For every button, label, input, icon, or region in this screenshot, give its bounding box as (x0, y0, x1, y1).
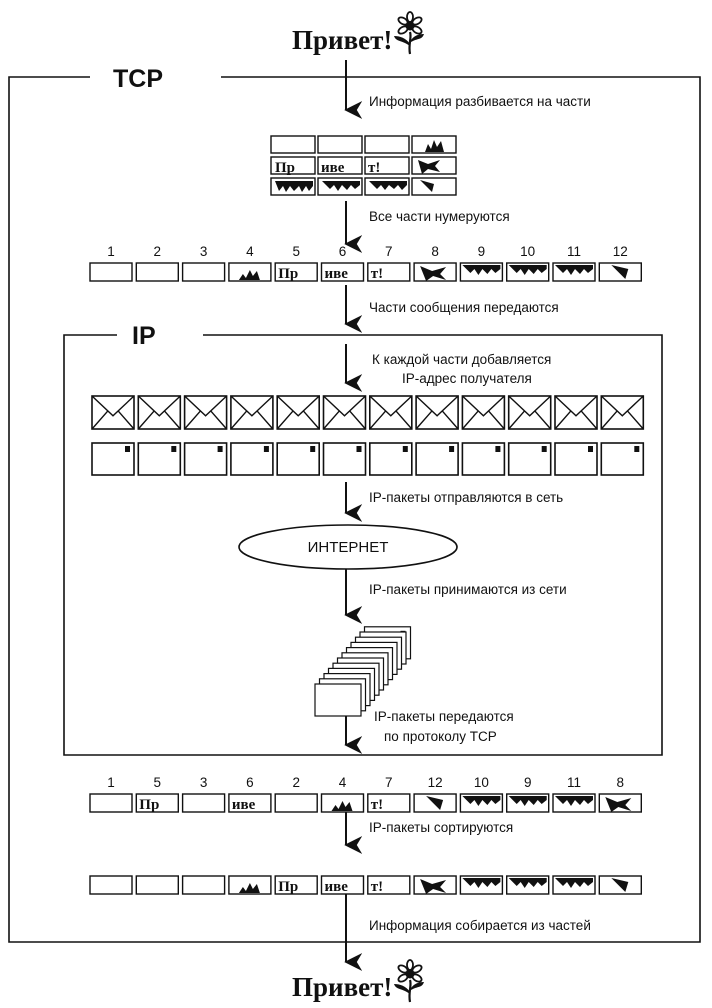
ip-title: IP (132, 322, 156, 350)
split-grid: Пр иве т! (271, 136, 456, 195)
piece-text: т! (368, 160, 380, 176)
envelope-icon (555, 396, 597, 429)
piece-number: 7 (385, 244, 393, 259)
piece-number: 1 (107, 775, 115, 790)
step-pass-label-2: по протоколу TCP (384, 729, 497, 744)
piece-number: 4 (246, 244, 254, 259)
piece-number: 10 (520, 244, 535, 259)
internet-label: ИНТЕРНЕТ (308, 539, 389, 556)
piece-number: 9 (478, 244, 486, 259)
piece-number: 12 (428, 775, 443, 790)
step-pass-label-1: IP-пакеты передаются (374, 709, 514, 724)
envelope-icon (601, 396, 643, 429)
envelope-icon (509, 396, 551, 429)
step-address-label-2: IP-адрес получателя (402, 371, 532, 386)
greeting-text: Привет! (292, 972, 392, 1002)
message-piece (90, 794, 132, 812)
message-piece (183, 876, 225, 894)
piece-number: 5 (154, 775, 162, 790)
envelope-icon (324, 396, 366, 429)
piece-number: 4 (339, 775, 347, 790)
piece-number: 8 (431, 244, 439, 259)
piece-number: 12 (613, 244, 628, 259)
piece-text: иве (321, 160, 345, 176)
envelope-icon (277, 396, 319, 429)
greeting-top: Привет! (292, 12, 424, 55)
envelope-row (92, 396, 643, 429)
piece-number: 6 (246, 775, 254, 790)
piece-number: 9 (524, 775, 532, 790)
packet-icon (138, 443, 180, 475)
piece-number: 11 (567, 775, 581, 790)
piece-text: иве (325, 879, 349, 895)
piece-text: т! (371, 879, 383, 895)
piece-text: т! (371, 797, 383, 813)
piece-number: 10 (474, 775, 489, 790)
packet-icon (324, 443, 366, 475)
packet-stack-icon (315, 627, 411, 716)
greeting-bottom: Привет! (292, 960, 424, 1002)
piece-text: Пр (275, 160, 295, 176)
packet-row (92, 443, 643, 475)
packet-icon (185, 443, 227, 475)
message-piece (136, 263, 178, 281)
step-split-label: Информация разбивается на части (369, 94, 591, 109)
packet-icon (92, 443, 134, 475)
piece-number: 2 (154, 244, 162, 259)
packet-icon (509, 443, 551, 475)
piece-number: 2 (292, 775, 300, 790)
piece-number: 5 (292, 244, 300, 259)
received-pieces-row: 1 5Пр 3 6 иве 2 4 7т! 12 10 9 11 8 (90, 775, 641, 813)
piece-text: Пр (139, 797, 159, 813)
envelope-icon (138, 396, 180, 429)
piece-text: Пр (278, 266, 298, 282)
message-piece (183, 794, 225, 812)
packet-icon (231, 443, 273, 475)
step-send-label: Части сообщения передаются (369, 300, 559, 315)
flower-icon (394, 960, 424, 1002)
piece-number: 6 (339, 244, 347, 259)
message-piece (136, 876, 178, 894)
packet-icon (277, 443, 319, 475)
step-to-net-label: IP-пакеты отправляются в сеть (369, 490, 563, 505)
packet-icon (555, 443, 597, 475)
piece-number: 3 (200, 244, 208, 259)
piece-number: 7 (385, 775, 393, 790)
packet-icon (416, 443, 458, 475)
message-piece (90, 876, 132, 894)
envelope-icon (92, 396, 134, 429)
step-from-net-label: IP-пакеты принимаются из сети (369, 582, 567, 597)
envelope-icon (231, 396, 273, 429)
message-piece (183, 263, 225, 281)
tcp-title: TCP (113, 65, 163, 93)
packet-icon (601, 443, 643, 475)
step-assemble-label: Информация собирается из частей (369, 918, 591, 933)
message-piece (90, 263, 132, 281)
piece-text: Пр (278, 879, 298, 895)
step-address-label-1: К каждой части добавляется (372, 352, 551, 367)
envelope-icon (416, 396, 458, 429)
envelope-icon (185, 396, 227, 429)
greeting-text: Привет! (292, 25, 392, 55)
piece-text: т! (371, 266, 383, 282)
piece-text: иве (325, 266, 349, 282)
envelope-icon (462, 396, 504, 429)
piece-number: 1 (107, 244, 115, 259)
piece-number: 3 (200, 775, 208, 790)
piece-text: иве (232, 797, 256, 813)
packet-icon (370, 443, 412, 475)
piece-number: 8 (617, 775, 625, 790)
step-number-label: Все части нумеруются (369, 209, 510, 224)
flower-icon (394, 12, 424, 54)
internet-cloud: ИНТЕРНЕТ (239, 525, 457, 569)
envelope-icon (370, 396, 412, 429)
message-piece (275, 794, 317, 812)
piece-number: 11 (567, 244, 581, 259)
step-sort-label: IP-пакеты сортируются (369, 820, 513, 835)
packet-icon (462, 443, 504, 475)
